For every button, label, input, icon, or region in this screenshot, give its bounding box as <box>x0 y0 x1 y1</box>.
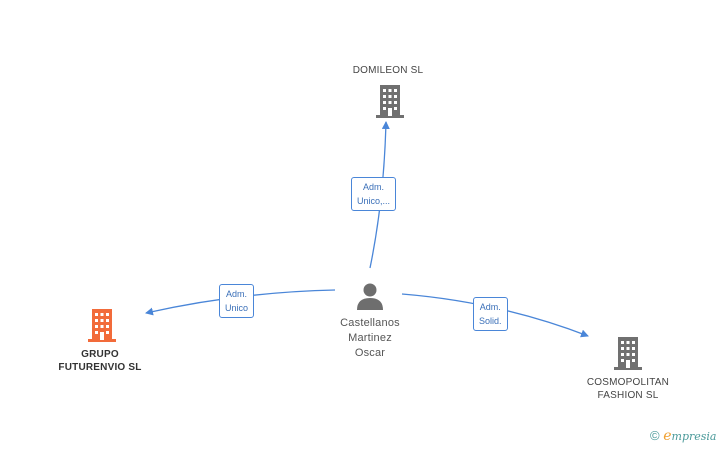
label-line: Adm. <box>363 182 385 192</box>
label-line: Solid. <box>479 316 502 326</box>
copyright-symbol: © <box>650 428 660 443</box>
brand-name: mpresia <box>671 430 717 443</box>
label-line: FUTURENVIO SL <box>58 362 142 373</box>
label-line: FASHION SL <box>597 390 659 401</box>
building-icon[interactable] <box>86 308 118 342</box>
label-line: COSMOPOLITAN <box>586 377 670 388</box>
company-label-grupo-futurenvio[interactable]: GRUPO FUTURENVIO SL <box>40 348 160 374</box>
label-line: Martinez <box>348 332 392 344</box>
label-line: Unico <box>225 303 249 313</box>
person-label[interactable]: Castellanos Martinez Oscar <box>318 316 422 361</box>
label-line: DOMILEON SL <box>352 65 424 76</box>
building-icon[interactable] <box>374 84 406 118</box>
edge-label-grupo[interactable]: Adm. Unico <box>219 284 255 318</box>
label-line: Adm. <box>226 289 248 299</box>
building-icon[interactable] <box>612 336 644 370</box>
brand-initial: e <box>663 428 672 444</box>
empresia-logo: © empresia <box>650 428 716 444</box>
company-label-cosmopolitan[interactable]: COSMOPOLITAN FASHION SL <box>570 376 686 402</box>
label-line: Castellanos <box>340 317 400 329</box>
company-label-domileon[interactable]: DOMILEON SL <box>330 64 446 77</box>
label-line: Oscar <box>354 347 386 359</box>
edge-label-cosmopolitan[interactable]: Adm. Solid. <box>473 297 508 331</box>
edge-label-domileon[interactable]: Adm. Unico,... <box>351 177 397 211</box>
label-line: Unico,... <box>357 196 391 206</box>
label-line: Adm. <box>479 302 501 312</box>
person-icon[interactable] <box>355 282 385 310</box>
label-line: GRUPO <box>81 349 119 360</box>
